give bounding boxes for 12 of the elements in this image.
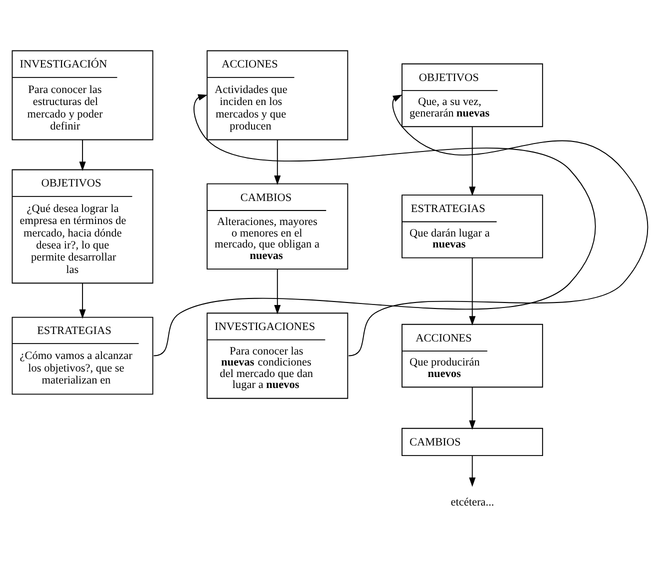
arrow [469, 256, 476, 325]
arrow [274, 139, 281, 184]
node-text: etcétera... [450, 496, 494, 508]
arrow [469, 386, 476, 430]
arrow [469, 126, 476, 196]
arrow [469, 454, 476, 486]
arrow [348, 94, 648, 356]
arrow [79, 139, 86, 171]
node-box: CAMBIOS [402, 427, 544, 456]
arrow [79, 282, 86, 318]
arrow [153, 94, 596, 356]
arrow [274, 268, 281, 314]
